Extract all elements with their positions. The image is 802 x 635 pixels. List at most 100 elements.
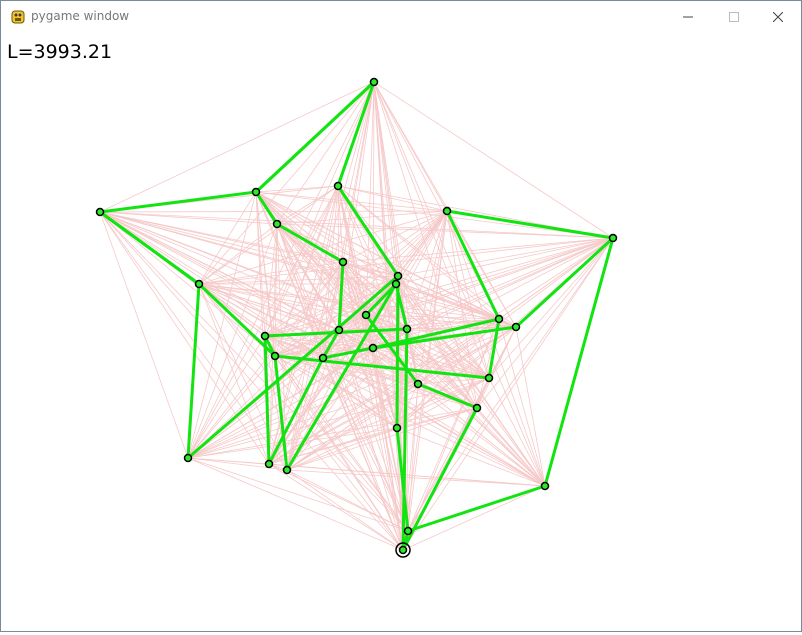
tour-edge <box>336 185 400 277</box>
city-node <box>413 379 423 389</box>
candidate-edge <box>322 357 404 551</box>
candidate-edge <box>187 191 257 459</box>
candidate-edge <box>198 261 344 285</box>
candidate-edge <box>268 318 500 465</box>
candidate-edge <box>198 283 367 316</box>
minimize-button[interactable] <box>665 1 711 32</box>
candidate-edge <box>342 210 448 263</box>
tour-edge <box>254 191 279 225</box>
close-icon <box>773 11 783 22</box>
candidate-edge <box>406 318 500 330</box>
candidate-edge <box>476 377 490 409</box>
candidate-edge <box>476 407 546 487</box>
candidate-edge <box>198 223 278 285</box>
candidate-edge <box>476 237 614 409</box>
tour-edge <box>372 325 517 350</box>
candidate-edge <box>255 185 339 193</box>
game-canvas[interactable]: L=3993.21 <box>1 32 801 631</box>
tour-edge <box>274 354 490 380</box>
city-node <box>272 219 282 229</box>
candidate-edge <box>99 211 399 277</box>
maximize-button[interactable] <box>711 1 757 32</box>
candidate-edge <box>274 355 398 429</box>
tour-edge <box>273 355 289 471</box>
candidate-edge <box>342 261 399 277</box>
candidate-edge <box>286 329 340 471</box>
city-node <box>494 314 504 324</box>
candidate-edge <box>268 275 399 465</box>
tour-edge <box>401 407 479 551</box>
title-bar[interactable]: pygame window <box>1 1 801 32</box>
candidate-edges <box>99 81 614 551</box>
city-node <box>369 77 379 87</box>
candidate-edge <box>268 377 490 465</box>
candidate-edge <box>322 357 398 429</box>
candidate-edge <box>276 223 546 487</box>
tour-edge <box>99 210 200 286</box>
city-node <box>368 343 378 353</box>
candidate-edge <box>396 383 419 429</box>
candidate-edge <box>274 275 399 357</box>
candidate-edge <box>99 211 278 225</box>
candidate-edge <box>407 383 419 532</box>
city-node <box>361 310 371 320</box>
tour-edge <box>267 357 325 465</box>
tour-edge <box>543 237 615 487</box>
candidate-edge <box>187 335 266 459</box>
candidate-edge <box>268 383 419 465</box>
candidate-edge <box>264 335 374 349</box>
city-node <box>334 325 344 335</box>
candidate-edge <box>372 347 404 551</box>
candidate-edge <box>268 283 397 465</box>
candidate-edge <box>187 81 375 459</box>
candidate-edge <box>268 223 278 465</box>
candidate-edge <box>372 347 478 409</box>
candidate-edge <box>99 210 448 213</box>
candidate-edge <box>268 326 517 465</box>
candidate-edge <box>373 81 614 239</box>
candidate-edge <box>322 275 399 359</box>
candidate-edge <box>338 329 398 429</box>
city-node <box>260 331 270 341</box>
tour-edge <box>445 210 501 320</box>
city-node <box>484 373 494 383</box>
city-node <box>338 257 348 267</box>
candidate-edge <box>286 469 404 551</box>
candidate-edge <box>407 377 490 532</box>
candidate-edge <box>396 427 546 487</box>
candidate-edge <box>268 407 478 465</box>
candidate-edge <box>417 383 546 487</box>
candidate-edge <box>373 81 500 320</box>
candidate-edge <box>373 81 478 409</box>
tour-edge <box>364 314 420 385</box>
candidate-edge <box>446 210 517 328</box>
city-node <box>403 526 413 536</box>
city-node <box>392 423 402 433</box>
tour-edge <box>514 236 615 329</box>
tour-edge <box>186 283 201 459</box>
candidate-edge <box>372 347 398 429</box>
candidate-edge <box>322 314 367 359</box>
candidate-edge <box>264 335 490 379</box>
close-button[interactable] <box>755 1 801 32</box>
candidate-edge <box>365 314 500 320</box>
city-node <box>333 181 343 191</box>
candidate-edge <box>268 328 408 465</box>
candidate-edge <box>99 211 478 409</box>
candidate-edge <box>395 283 478 409</box>
candidate-edge <box>372 347 490 379</box>
tour-edge <box>321 329 341 359</box>
candidate-edge <box>337 185 408 330</box>
candidate-edge <box>264 237 614 337</box>
candidate-edge <box>276 185 339 225</box>
candidate-edge <box>286 407 478 471</box>
candidate-edge <box>255 191 397 285</box>
tour-edge <box>395 427 410 532</box>
candidate-edge <box>274 328 408 357</box>
candidate-edge <box>99 211 517 328</box>
tour-edge <box>446 209 614 240</box>
city-node <box>282 465 292 475</box>
candidate-edge <box>268 463 546 487</box>
tour-edge <box>336 81 376 187</box>
